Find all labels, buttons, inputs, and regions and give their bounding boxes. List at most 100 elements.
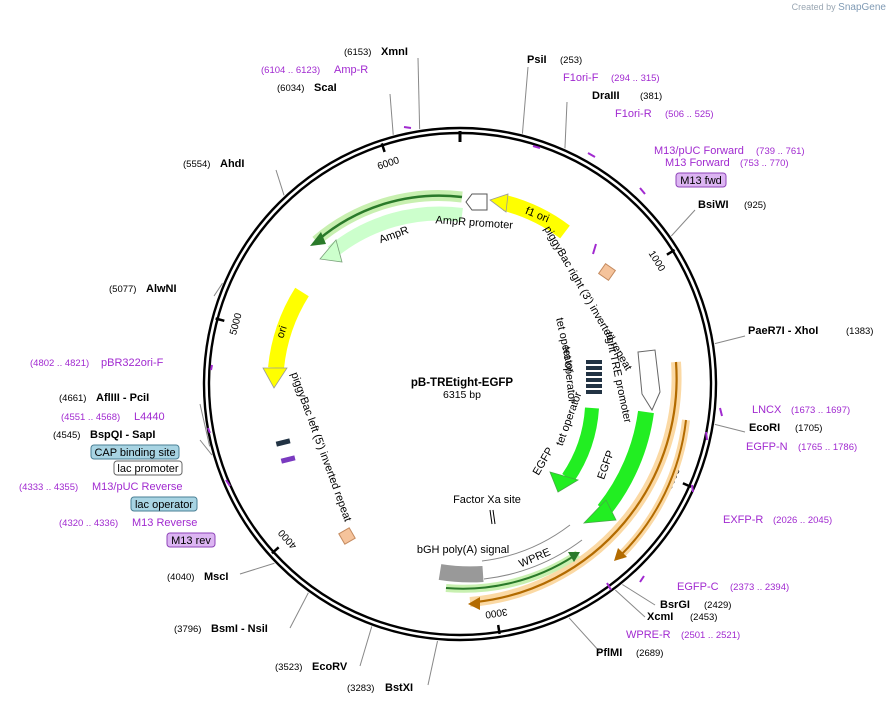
- site-pos: (6153): [344, 47, 371, 58]
- primer-range: (294 .. 315): [611, 73, 660, 84]
- ring-tick-mark: [666, 248, 676, 256]
- orange-arrow: [475, 361, 678, 604]
- egfp-arrow-inner: [562, 407, 599, 482]
- ori-head: [262, 367, 288, 389]
- primer-name: M13/pUC Reverse: [92, 481, 182, 493]
- factor-xa-mark: [489, 509, 493, 525]
- lac-marker-1: [275, 438, 291, 447]
- site-enzyme: AflIII - PciI: [96, 392, 149, 404]
- f1ori-head: [489, 193, 509, 213]
- bgh-shape: [438, 564, 484, 583]
- site-pos: (381): [640, 91, 662, 102]
- primer-range: (753 .. 770): [740, 158, 789, 169]
- site-leader-line: [568, 617, 601, 653]
- primer-range: (739 .. 761): [756, 146, 805, 157]
- m13-fwd-box: M13 fwd: [680, 175, 722, 187]
- site-pos: (4040): [167, 572, 194, 583]
- lac-operator-box: lac operator: [135, 499, 193, 511]
- primer-name: Amp-R: [334, 64, 368, 76]
- ring-tick-label: 1000: [646, 249, 667, 274]
- plasmid-name: pB-TREtight-EGFP: [411, 377, 514, 389]
- pbac-right-box: [597, 262, 617, 282]
- primer-range: (2026 .. 2045): [773, 515, 832, 526]
- f1ori-arrow: [502, 195, 570, 239]
- primer-range: (1673 .. 1697): [791, 405, 850, 416]
- site-pos: (3796): [174, 624, 201, 635]
- m13-rev-box: M13 rev: [171, 535, 211, 547]
- tre-promoter-label: tight TRE promoter: [602, 331, 633, 425]
- site-pos: (6034): [277, 83, 304, 94]
- primer-name: WPRE-R: [626, 629, 671, 641]
- site-enzyme: BsiWI: [698, 199, 729, 211]
- tet-operator-stack: [586, 360, 602, 394]
- ring-tick-mark: [682, 482, 692, 489]
- site-pos: (2429): [704, 600, 731, 611]
- site-leader-line: [289, 592, 309, 629]
- ampr-outer-head: [310, 232, 326, 246]
- ori-arrow: [268, 287, 309, 369]
- site-leader-line: [199, 439, 213, 456]
- primer-name: M13/pUC Forward: [654, 145, 744, 157]
- snapgene-credit: Created by SnapGene: [792, 2, 886, 13]
- plasmid-size: 6315 bp: [443, 389, 481, 401]
- site-enzyme: AlwNI: [146, 283, 177, 295]
- site-pos: (1705): [795, 423, 822, 434]
- site-leader-line: [670, 209, 696, 237]
- primer-name: EGFP-C: [677, 581, 719, 593]
- ori-label: ori: [275, 324, 290, 339]
- site-pos: (3523): [275, 662, 302, 673]
- site-pos: (5077): [109, 284, 136, 295]
- primer-name: M13 Forward: [665, 157, 730, 169]
- primer-range: (506 .. 525): [665, 109, 714, 120]
- primer-name: LNCX: [752, 404, 782, 416]
- site-leader-line: [564, 101, 568, 149]
- ampr-outer-arrow: [317, 194, 463, 241]
- site-enzyme: BsrGI: [660, 599, 690, 611]
- feature-arrows: [207, 126, 723, 610]
- ring-tick-mark: [215, 317, 225, 323]
- site-enzyme: AhdI: [220, 158, 244, 170]
- site-pos: (253): [560, 55, 582, 66]
- egfp-arrow-outer: [597, 410, 654, 515]
- boxed-labels: M13 fwd CAP binding site lac promoter la…: [90, 172, 727, 548]
- primer-name: F1ori-R: [615, 108, 652, 120]
- primer-range: (1765 .. 1786): [798, 442, 857, 453]
- site-pos: (1383): [846, 326, 873, 337]
- site-pos: (2453): [690, 612, 717, 623]
- ampr-promoter-label: AmpR promoter: [435, 214, 514, 231]
- site-leader-line: [275, 169, 285, 196]
- site-leader-line: [714, 423, 746, 433]
- site-leader-line: [714, 335, 746, 345]
- wpre-arrow: [480, 524, 581, 579]
- site-pos: (4661): [59, 393, 86, 404]
- site-leader-line: [427, 640, 439, 686]
- site-enzyme: ScaI: [314, 82, 337, 94]
- orange-head: [468, 597, 480, 610]
- primer-range: (4802 .. 4821): [30, 358, 89, 369]
- orange-head-2: [614, 548, 627, 561]
- ring-tick-mark: [380, 142, 386, 153]
- orange-arrow-2: [619, 419, 687, 557]
- primer-bars: [207, 126, 723, 591]
- tet-operator-label-2: tet operator: [560, 346, 578, 404]
- primer-name: M13 Reverse: [132, 517, 197, 529]
- site-leader-line: [614, 589, 646, 618]
- ring-tick-label: 4000: [276, 527, 299, 551]
- egfp-inner-head: [549, 471, 579, 493]
- bgh-label: bGH poly(A) signal: [417, 544, 509, 556]
- primer-name: pBR322ori-F: [101, 357, 164, 369]
- site-leader-line: [213, 282, 223, 297]
- site-leader-line: [389, 93, 394, 135]
- site-enzyme: EcoRV: [312, 661, 348, 673]
- site-pos: (2689): [636, 648, 663, 659]
- site-pos: (3283): [347, 683, 374, 694]
- site-leader-line: [417, 57, 421, 130]
- green-head: [568, 552, 580, 562]
- factor-xa-label: Factor Xa site: [453, 494, 521, 506]
- egfp-outer-head: [582, 499, 617, 524]
- pbac-left-box: [338, 527, 356, 545]
- lac-marker-2: [280, 455, 296, 464]
- ampr-arrow-head: [319, 239, 343, 263]
- credit-brand: SnapGene: [838, 2, 886, 13]
